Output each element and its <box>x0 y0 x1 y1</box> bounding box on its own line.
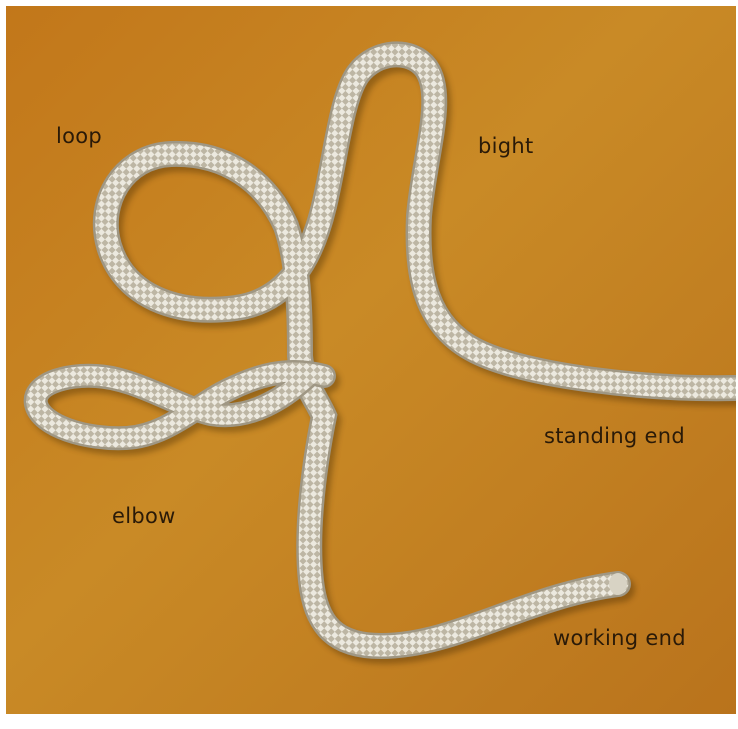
working-end-label: working end <box>553 626 686 650</box>
working-end-tip <box>609 573 627 595</box>
elbow-label: elbow <box>112 504 176 528</box>
rope-photo: loop bight standing end elbow working en… <box>6 6 736 714</box>
rope-illustration <box>6 6 736 714</box>
standing-end-label: standing end <box>544 424 685 448</box>
loop-label: loop <box>56 124 102 148</box>
bight-label: bight <box>478 134 534 158</box>
